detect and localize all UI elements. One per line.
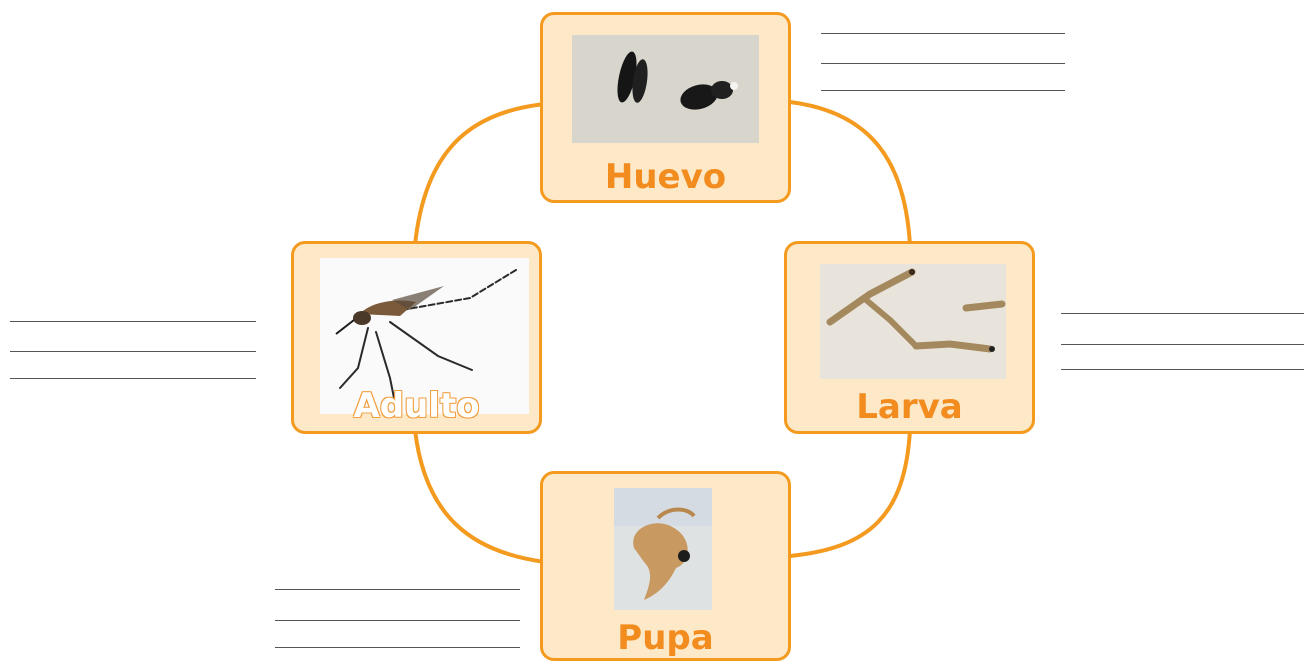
arc-huevo-to-larva — [789, 100, 912, 246]
stage-card-huevo: Huevo — [540, 12, 791, 203]
writing-line — [275, 647, 520, 648]
stage-card-pupa: Pupa — [540, 471, 791, 661]
writing-line — [821, 90, 1065, 91]
mosquito-larvae-photo — [820, 264, 1006, 379]
writing-line — [1061, 313, 1304, 314]
arc-pupa-to-adulto — [413, 429, 546, 564]
writing-line — [1061, 344, 1304, 345]
stage-label-adulto: Adulto — [353, 386, 480, 426]
stage-label-larva: Larva — [856, 387, 963, 427]
writing-line — [10, 321, 256, 322]
stage-card-adulto: Adulto — [291, 241, 542, 434]
writing-line — [275, 589, 520, 590]
stage-label-huevo: Huevo — [604, 157, 727, 197]
writing-line — [275, 620, 520, 621]
stage-label-pupa: Pupa — [617, 618, 714, 658]
writing-line — [821, 33, 1065, 34]
mosquito-pupa-photo — [614, 488, 712, 610]
writing-line — [821, 63, 1065, 64]
mosquito-eggs-photo — [572, 35, 759, 143]
adult-mosquito-photo — [320, 258, 529, 414]
writing-line — [1061, 369, 1304, 370]
writing-line — [10, 351, 256, 352]
writing-line — [10, 378, 256, 379]
arc-larva-to-pupa — [789, 429, 912, 558]
arc-adulto-to-huevo — [413, 102, 546, 246]
stage-card-larva: Larva — [784, 241, 1035, 434]
